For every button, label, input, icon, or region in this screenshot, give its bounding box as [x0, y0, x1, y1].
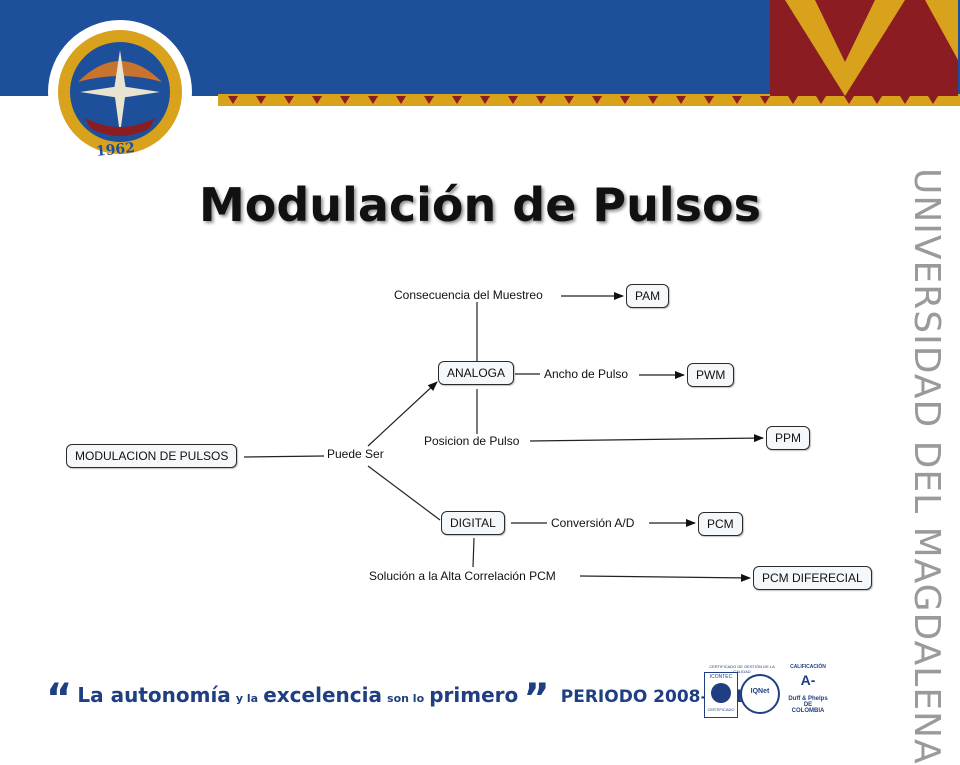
- header-v-emblem: [770, 0, 958, 96]
- slogan-autonomia: La autonomía: [77, 683, 231, 707]
- link-ancho-de-pulso: Ancho de Pulso: [544, 367, 629, 381]
- edge-posicion-ppm: [529, 434, 764, 443]
- node-analoga: ANALOGA: [438, 361, 515, 385]
- iqnet-label: IQNet: [750, 688, 770, 695]
- certification-logos: CERTIFICADO DE GESTIÓN DE LA CALIDAD ICO…: [702, 662, 828, 720]
- rating-value: A-: [800, 672, 816, 688]
- university-seal: 1962: [40, 10, 200, 170]
- link-conversion-ad: Conversión A/D: [551, 516, 635, 530]
- header-chevron-pattern: [228, 96, 938, 104]
- slogan-close-quote: ”: [523, 676, 550, 722]
- slide-title: Modulación de Pulsos: [199, 178, 761, 232]
- node-ppm: PPM: [766, 426, 811, 450]
- node-pcm: PCM: [698, 512, 743, 536]
- node-pcm-diferencial: PCM DIFERECIAL: [753, 566, 872, 590]
- rating-agency: Duff & Phelps DE COLOMBIA: [788, 696, 828, 714]
- link-posicion-de-pulso: Posicion de Pulso: [424, 434, 520, 448]
- slogan-primero: primero: [429, 683, 519, 707]
- rating-title: CALIFICACIÓN: [790, 664, 826, 670]
- edge-digital-solucion: [472, 537, 475, 568]
- icontec-logo: ICONTEC CERTIFICADO: [704, 672, 738, 718]
- slogan-y-la: y la: [235, 692, 259, 705]
- iqnet-logo: IQNet: [740, 674, 780, 714]
- link-puede-ser: Puede Ser: [327, 447, 384, 461]
- cert-top-line: CERTIFICADO DE GESTIÓN DE LA CALIDAD: [709, 664, 775, 674]
- edge-puedeser-analoga: [367, 381, 438, 447]
- edge-root-puedeser: [243, 455, 325, 458]
- link-consecuencia-del-muestreo: Consecuencia del Muestreo: [394, 288, 543, 302]
- slogan-open-quote: “: [46, 676, 73, 722]
- node-pam: PAM: [626, 284, 670, 308]
- slogan-excelencia: excelencia: [263, 683, 382, 707]
- node-modulacion-de-pulsos: MODULACION DE PULSOS: [66, 444, 238, 468]
- icontec-label: ICONTEC: [709, 674, 733, 680]
- icontec-icon: [711, 683, 731, 703]
- node-pwm: PWM: [687, 363, 735, 387]
- node-digital: DIGITAL: [441, 511, 505, 535]
- concept-map-connectors: [243, 292, 764, 582]
- edge-solucion-pcmdif: [579, 573, 751, 582]
- link-solucion-alta-correlacion: Solución a la Alta Correlación PCM: [369, 569, 556, 583]
- icontec-certificado: CERTIFICADO: [707, 707, 735, 712]
- side-university-text: UNIVERSIDAD DEL MAGDALENA: [906, 168, 947, 765]
- edge-puedeser-digital: [367, 465, 441, 521]
- footer-slogan: “ La autonomía y la excelencia son lo pr…: [46, 676, 756, 722]
- slogan-son-lo: son lo: [387, 692, 425, 705]
